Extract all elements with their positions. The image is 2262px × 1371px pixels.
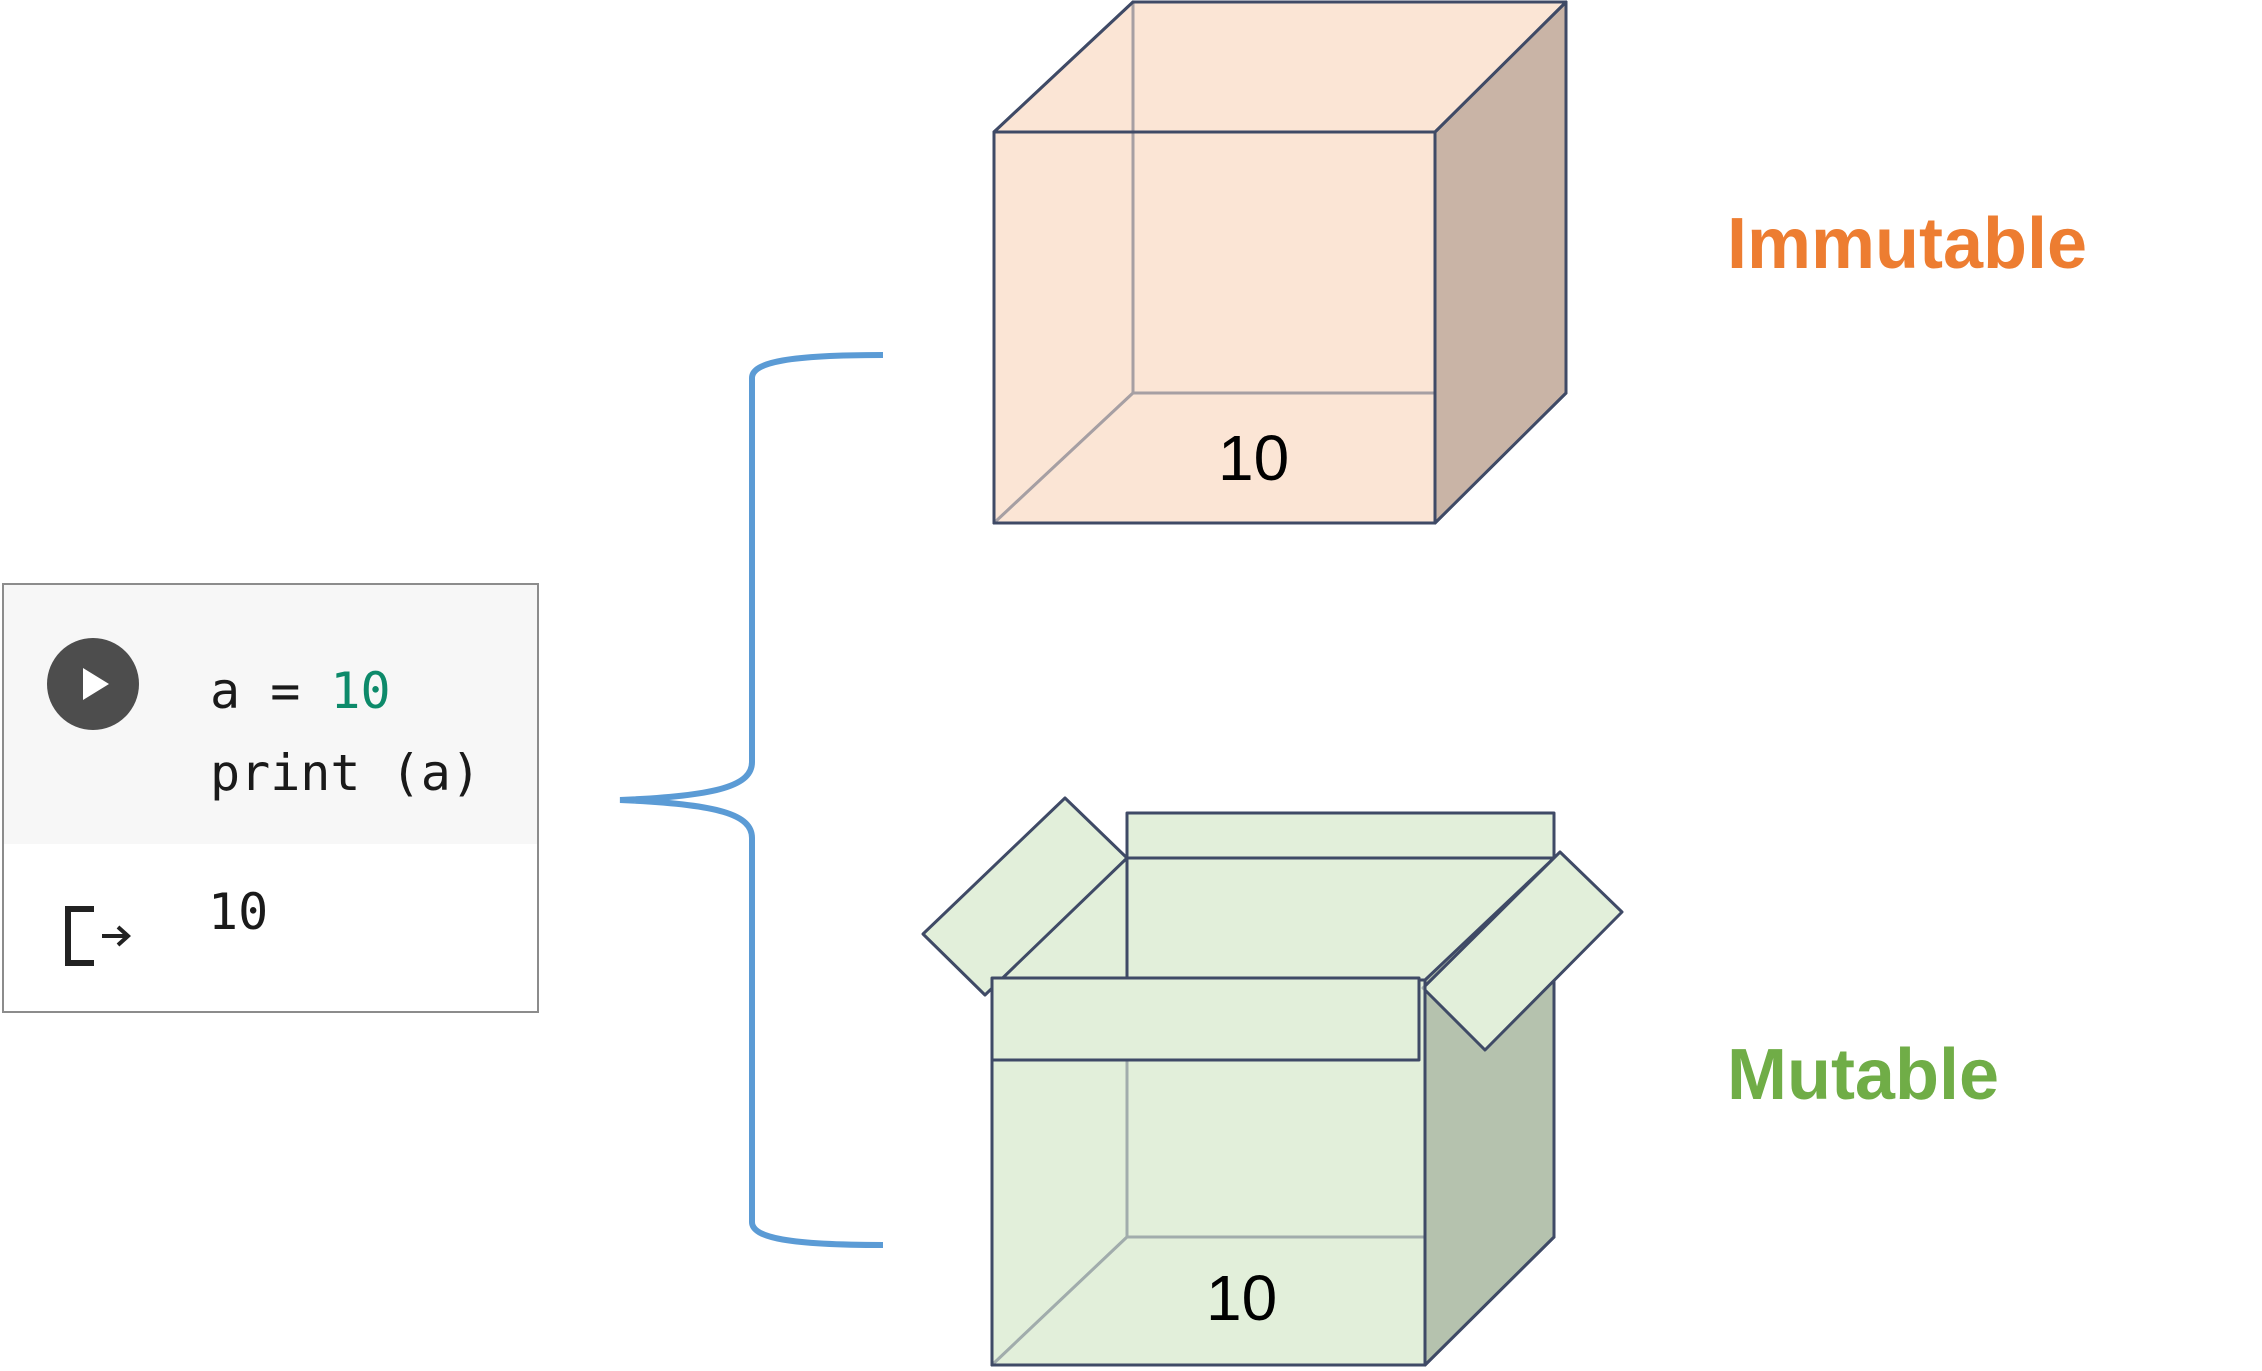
- cell-output-text: 10: [208, 883, 269, 941]
- code-cell-output: [4, 844, 537, 1011]
- code-assign: a =: [210, 662, 331, 720]
- code-line-2: print (a): [210, 744, 481, 802]
- code-cell-input: a = 10 print (a): [4, 585, 537, 844]
- immutable-box-value: 10: [1218, 422, 1290, 494]
- immutable-box: [992, 0, 1568, 525]
- curly-brace: [619, 352, 884, 1248]
- code-cell: a = 10 print (a) 10: [2, 583, 539, 1013]
- mutable-box: [921, 796, 1624, 1367]
- output-arrow-icon: [65, 906, 131, 966]
- immutable-label: Immutable: [1727, 204, 2088, 284]
- code-line-1: a = 10: [210, 662, 391, 720]
- run-button[interactable]: [47, 638, 139, 730]
- code-editor[interactable]: a = 10 print (a): [210, 650, 481, 814]
- play-circle-icon: [83, 668, 109, 700]
- mutable-label: Mutable: [1727, 1035, 2000, 1115]
- code-number: 10: [330, 662, 391, 720]
- mutable-box-value: 10: [1206, 1262, 1278, 1334]
